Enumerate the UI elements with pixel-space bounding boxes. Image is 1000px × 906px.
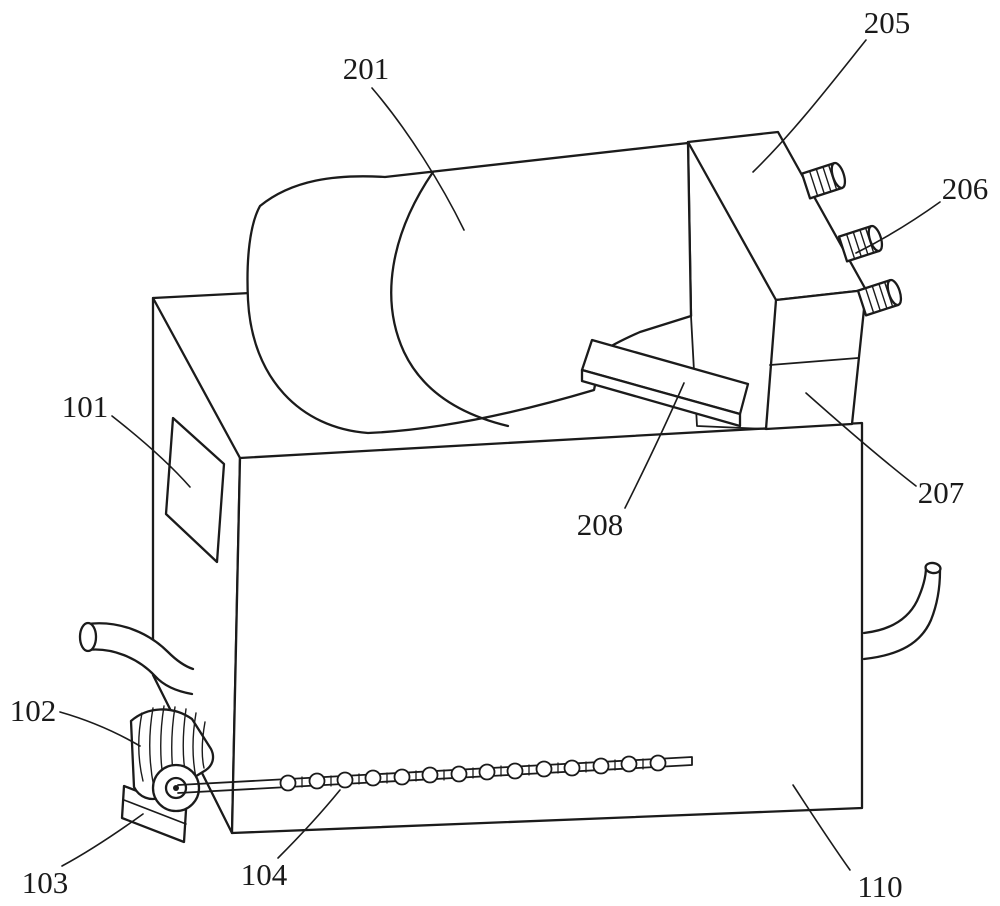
label-206: 206 <box>942 171 989 206</box>
label-110: 110 <box>857 869 902 904</box>
roller <box>308 772 326 790</box>
chute-inner-curve <box>390 170 510 428</box>
leader-lines <box>59 39 941 871</box>
pipe-opening <box>924 561 942 575</box>
motor-fins <box>138 705 206 796</box>
label-102: 102 <box>10 693 57 728</box>
label-208: 208 <box>577 507 624 542</box>
right-pipe <box>862 561 942 661</box>
block-front-face <box>764 288 868 431</box>
roller <box>506 762 524 780</box>
stud-icon <box>800 161 847 200</box>
pipe-fill <box>864 567 940 659</box>
roller <box>649 754 667 772</box>
block-flange-line <box>769 357 859 366</box>
leader-208 <box>624 382 685 509</box>
roller <box>535 760 553 778</box>
left-pipe <box>78 621 195 696</box>
label-207: 207 <box>918 475 965 510</box>
roller <box>563 759 581 777</box>
pipe-right-edge <box>862 569 942 661</box>
main-housing <box>151 291 864 835</box>
roller <box>478 763 496 781</box>
leader-101 <box>111 415 191 488</box>
label-104: 104 <box>241 857 288 892</box>
rollers <box>279 754 667 792</box>
bracket-fold-line <box>123 799 187 825</box>
label-101: 101 <box>62 389 109 424</box>
roller <box>620 755 638 773</box>
label-205: 205 <box>864 5 911 40</box>
pipe-bottom-edge <box>85 648 194 696</box>
stud-icon <box>837 224 884 263</box>
housing-front-face <box>230 421 864 835</box>
leader-201 <box>371 87 465 231</box>
roller <box>393 768 411 786</box>
leader-207 <box>805 392 917 487</box>
roller <box>336 771 354 789</box>
inspection-window <box>164 416 226 564</box>
housing-top-back-edge <box>151 291 252 300</box>
label-201: 201 <box>343 51 390 86</box>
stud-icon <box>856 278 903 317</box>
block-top-face <box>686 130 868 302</box>
line-art <box>59 39 942 871</box>
reference-labels: 201 205 206 101 207 208 102 103 104 110 <box>10 5 989 904</box>
roller <box>364 769 382 787</box>
plate-front-edge <box>580 368 742 428</box>
leader-104 <box>277 789 341 859</box>
pipe-opening <box>78 621 98 653</box>
roller-shaft <box>177 754 693 794</box>
leader-205 <box>752 39 867 173</box>
leader-103 <box>61 813 144 867</box>
label-103: 103 <box>22 865 69 900</box>
roller <box>421 766 439 784</box>
leader-110 <box>792 784 851 871</box>
pipe-top-edge <box>85 622 195 671</box>
shaft-link-ticks <box>301 758 644 788</box>
roller <box>279 774 297 792</box>
leader-206 <box>855 201 941 254</box>
block-base-edge <box>690 315 767 430</box>
studs <box>800 161 903 317</box>
pipe-left-edge <box>862 565 928 635</box>
roller <box>592 757 610 775</box>
motor-shaft-center <box>173 785 179 791</box>
leader-102 <box>59 711 141 747</box>
roller <box>450 765 468 783</box>
chute-body <box>246 141 693 435</box>
feed-chute <box>246 141 693 435</box>
top-plate <box>580 338 750 428</box>
pipe-fill <box>87 623 193 694</box>
